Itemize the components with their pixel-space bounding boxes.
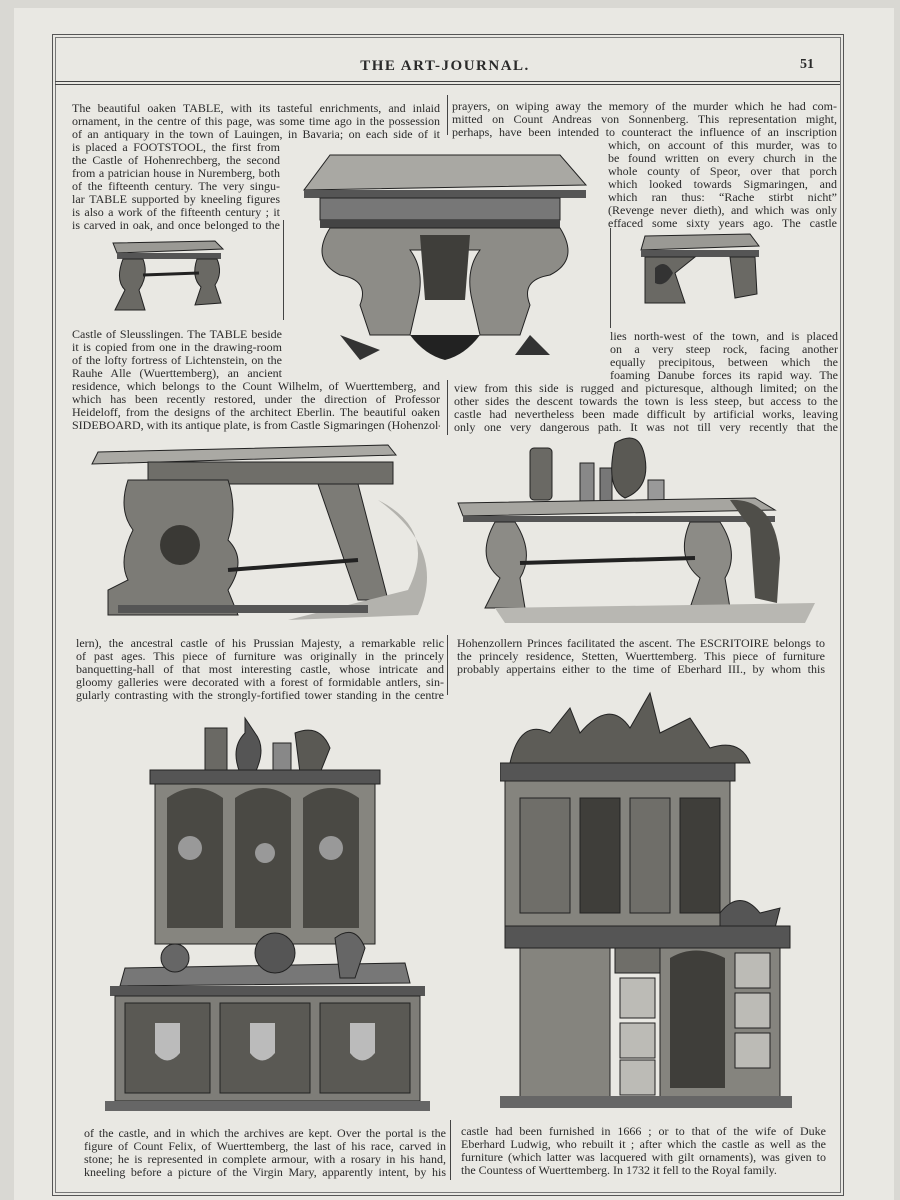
text-line: banquetting-hall of that most interestin… — [76, 663, 444, 676]
text-line: which ran thus: “Rache stirbt nicht” — [608, 191, 837, 204]
text-line: is also a work of the fifteenth century … — [72, 206, 280, 219]
text-block-e: Castle of Sleusslingen. The TABLE beside… — [72, 328, 282, 380]
text-line: residence, which belongs to the Count Wi… — [72, 380, 440, 393]
text-line: of past ages. This piece of furniture wa… — [76, 650, 444, 663]
text-block-l: castle had been furnished in 1666 ; or t… — [461, 1125, 826, 1177]
column-divider — [447, 635, 448, 695]
text-line: castle had nevertheless been made diffic… — [454, 408, 838, 421]
escritoire-illustration — [500, 688, 792, 1110]
text-line: The beautiful oaken TABLE, with its tast… — [72, 102, 440, 115]
text-line: probably appertains either to the time o… — [457, 663, 825, 676]
text-line: lern), the ancestral castle of his Pruss… — [76, 637, 444, 650]
column-divider — [447, 380, 448, 435]
text-line: perhaps, have been intended to counterac… — [452, 126, 837, 139]
text-block-h: view from this side is rugged and pictur… — [454, 382, 838, 434]
text-line: kneeling before a picture of the Virgin … — [84, 1166, 446, 1179]
text-line: effaced some sixty years ago. The castle — [608, 217, 837, 230]
column-divider — [610, 228, 611, 328]
text-line: of the fifteenth century. The very singu… — [72, 180, 280, 193]
kneeling-figure-table-illustration — [88, 440, 443, 628]
text-line: which has been recently restored, under … — [72, 393, 440, 406]
text-line: of the castle, and in which the archives… — [84, 1127, 446, 1140]
text-line: only one very dangerous path. It was not… — [454, 421, 838, 434]
text-line: figure of Count Felix, of Wuerttemberg, … — [84, 1140, 446, 1153]
header-rule-double — [55, 84, 840, 85]
text-line: stone; he is represented in complete arm… — [84, 1153, 446, 1166]
text-line: castle had been furnished in 1666 ; or t… — [461, 1125, 826, 1138]
text-line: lar TABLE supported by kneeling figures — [72, 193, 280, 206]
journal-title: THE ART-JOURNAL. — [360, 58, 530, 74]
text-line: gularly contrasting with the strongly-fo… — [76, 689, 444, 702]
table-with-vessels-illustration — [455, 428, 820, 628]
text-line: which, on account of this murder, was to — [608, 139, 837, 152]
text-block-d: which, on account of this murder, was to… — [608, 139, 837, 230]
text-line: Castle of Sleusslingen. The TABLE beside — [72, 328, 282, 341]
column-divider — [447, 95, 448, 135]
text-line: lies north-west of the town, and is plac… — [610, 330, 838, 343]
text-line: SIDEBOARD, with its antique plate, is fr… — [72, 419, 440, 432]
text-line: (Revenge never dieth), and which was onl… — [608, 204, 837, 217]
text-line: it is copied from one in the drawing-roo… — [72, 341, 282, 354]
text-line: Rauhe Alle (Wuerttemberg), an ancient — [72, 367, 282, 380]
text-block-i: lern), the ancestral castle of his Pruss… — [76, 637, 444, 702]
text-line: mitted on Count Andreas von Sonnenberg. … — [452, 113, 837, 126]
text-line: the Countess of Wuerttemberg. In 1732 it… — [461, 1164, 777, 1177]
header-rule — [55, 81, 840, 82]
text-line: which looked towards Sigmaringen, and — [608, 178, 837, 191]
text-block-f: residence, which belongs to the Count Wi… — [72, 380, 440, 432]
page-number: 51 — [800, 57, 814, 72]
page-border — [52, 34, 844, 1196]
text-block-j: Hohenzollern Princes facilitated the asc… — [457, 637, 825, 676]
oaken-table-illustration — [300, 150, 590, 362]
text-line: Eberhard Ludwig, who rebuilt it ; after … — [461, 1138, 826, 1151]
text-block-c: prayers, on wiping away the memory of th… — [452, 100, 837, 139]
text-line: whole county of Speor, over that porch — [608, 165, 837, 178]
text-line: of an antiquary in the town of Lauingen,… — [72, 128, 440, 141]
text-line: other sides the descent towards the town… — [454, 395, 838, 408]
text-line: Hohenzollern Princes facilitated the asc… — [457, 637, 825, 650]
text-line: from a patrician house in Nuremberg, bot… — [72, 167, 280, 180]
text-line: view from this side is rugged and pictur… — [454, 382, 838, 395]
column-divider — [283, 220, 284, 320]
text-line: ornament, in the centre of this page, wa… — [72, 115, 440, 128]
text-line: the Castle of Hohenrechberg, the second — [72, 154, 280, 167]
text-line: Heideloff, from the designs of the archi… — [72, 406, 440, 419]
text-line: foaming Danube forces its rapid way. The — [610, 369, 838, 382]
text-block-k: of the castle, and in which the archives… — [84, 1127, 446, 1179]
text-line: on a very steep rock, facing another — [610, 343, 838, 356]
text-line: gloomy galleries were decorated with a f… — [76, 676, 444, 689]
text-line: the princely residence, Stetten, Wuertte… — [457, 650, 825, 663]
text-line: prayers, on wiping away the memory of th… — [452, 100, 837, 113]
text-line: is placed a FOOTSTOOL, the first from — [72, 141, 280, 154]
text-block-a: The beautiful oaken TABLE, with its tast… — [72, 102, 440, 141]
text-block-g: lies north-west of the town, and is plac… — [610, 330, 838, 382]
text-line: equally precipitous, between which the — [610, 356, 838, 369]
footstool-left-illustration — [105, 235, 230, 315]
text-line: of the lofty fortress of Lichtenstein, o… — [72, 354, 282, 367]
sideboard-illustration — [105, 708, 430, 1113]
footstool-right-illustration — [635, 228, 765, 308]
text-line: furniture (which latter was lacquered wi… — [461, 1151, 826, 1164]
column-divider — [450, 1120, 451, 1180]
text-line: be found written on every church in the — [608, 152, 837, 165]
text-line: is carved in oak, and once belonged to t… — [72, 219, 280, 232]
